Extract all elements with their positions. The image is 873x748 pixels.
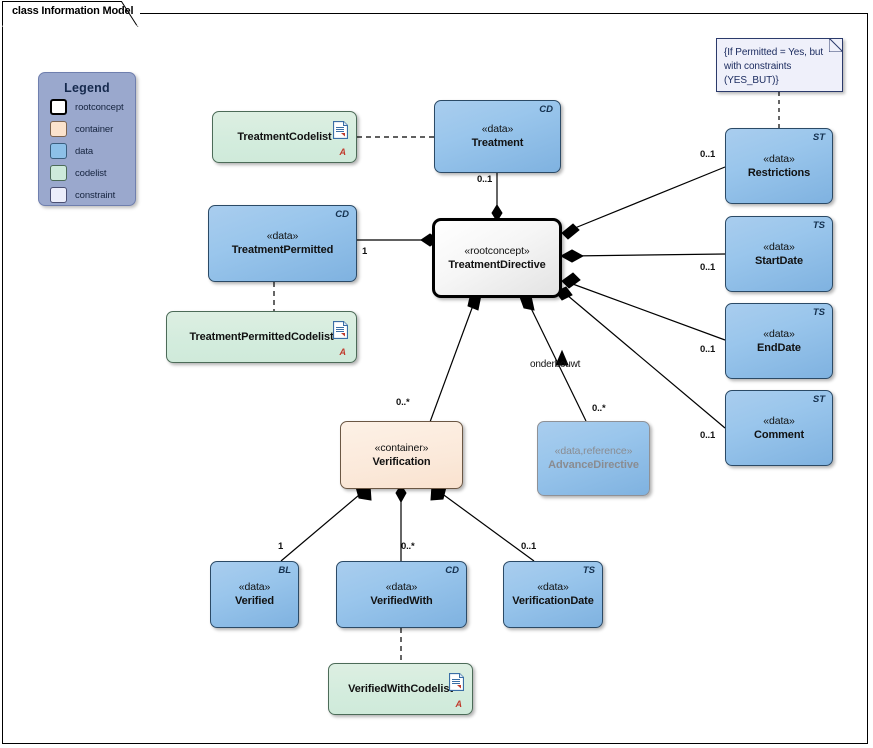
class-verified-with-codelist[interactable]: VerifiedWithCodelist A: [328, 663, 473, 715]
multiplicity-treatment-permitted: 1: [362, 246, 368, 257]
class-verification[interactable]: «container» Verification: [340, 421, 463, 489]
multiplicity-comment: 0..1: [700, 430, 716, 441]
legend-item-container: container: [50, 119, 135, 139]
class-verified-with-stereotype: «data»: [385, 581, 418, 593]
class-verification-date[interactable]: TS «data» VerificationDate: [503, 561, 603, 628]
legend-item-constraint: constraint: [50, 185, 135, 205]
class-treatment-directive-name: TreatmentDirective: [448, 258, 546, 271]
class-verified-with-type-tag: CD: [445, 565, 459, 576]
legend-label-container: container: [75, 123, 114, 135]
class-comment[interactable]: ST «data» Comment: [725, 390, 833, 466]
class-treatment-permitted-codelist-a-mark: A: [339, 347, 347, 357]
document-icon: [333, 321, 348, 339]
class-restrictions[interactable]: ST «data» Restrictions: [725, 128, 833, 204]
legend-label-rootconcept: rootconcept: [75, 101, 124, 113]
class-comment-stereotype: «data»: [763, 414, 795, 427]
multiplicity-verification-date: 0..1: [521, 541, 537, 552]
legend-label-constraint: constraint: [75, 189, 116, 201]
class-treatment-codelist[interactable]: TreatmentCodelist A: [212, 111, 357, 163]
class-treatment-directive-stereotype: «rootconcept»: [464, 244, 530, 257]
class-end-date-name: EndDate: [757, 341, 801, 354]
class-verified-with-codelist-a-mark: A: [455, 699, 463, 709]
class-verification-date-name: VerificationDate: [512, 595, 594, 607]
class-verification-date-type-tag: TS: [582, 565, 595, 576]
class-verification-date-stereotype: «data»: [537, 581, 569, 593]
constraint-note[interactable]: {If Permitted = Yes, but with constraint…: [716, 38, 843, 92]
legend-swatch-rootconcept: [50, 99, 67, 115]
class-restrictions-name: Restrictions: [747, 166, 811, 179]
class-verified-with-name: VerifiedWith: [370, 595, 433, 607]
legend-swatch-codelist: [50, 165, 67, 181]
class-comment-name: Comment: [753, 428, 805, 441]
class-verified-with-codelist-name: VerifiedWithCodelist: [348, 683, 453, 695]
class-restrictions-type-tag: ST: [812, 132, 825, 143]
class-treatment-permitted-type-tag: CD: [335, 209, 349, 220]
legend-item-codelist: codelist: [50, 163, 135, 183]
class-start-date-name: StartDate: [754, 254, 803, 267]
class-verified[interactable]: BL «data» Verified: [210, 561, 299, 628]
class-start-date-stereotype: «data»: [763, 240, 795, 253]
class-restrictions-stereotype: «data»: [763, 152, 795, 165]
class-treatment[interactable]: CD «data» Treatment: [434, 100, 561, 173]
class-start-date-type-tag: TS: [812, 220, 825, 231]
multiplicity-treatment: 0..1: [477, 174, 493, 185]
class-end-date[interactable]: TS «data» EndDate: [725, 303, 833, 379]
class-treatment-permitted-stereotype: «data»: [266, 230, 299, 242]
document-icon: [333, 121, 348, 139]
multiplicity-verified-with: 0..*: [401, 541, 415, 552]
class-advance-directive-stereotype: «data,reference»: [554, 445, 633, 457]
diagram-tab[interactable]: class Information Model: [2, 1, 140, 27]
class-end-date-stereotype: «data»: [763, 327, 795, 340]
legend-item-data: data: [50, 141, 135, 161]
class-verification-stereotype: «container»: [374, 441, 429, 454]
class-treatment-stereotype: «data»: [481, 123, 514, 135]
class-advance-directive-name: AdvanceDirective: [548, 459, 639, 471]
class-treatment-permitted-codelist[interactable]: TreatmentPermittedCodelist A: [166, 311, 357, 363]
class-comment-type-tag: ST: [812, 394, 825, 405]
multiplicity-restrictions: 0..1: [700, 149, 716, 160]
multiplicity-verified: 1: [278, 541, 284, 552]
class-verified-type-tag: BL: [278, 565, 291, 576]
class-treatment-type-tag: CD: [539, 104, 553, 115]
multiplicity-advance-directive: 0..*: [592, 403, 606, 414]
class-verified-name: Verified: [235, 595, 274, 607]
legend-item-rootconcept: rootconcept: [50, 97, 135, 117]
role-label-onderbouwt: onderbouwt: [530, 359, 581, 370]
class-end-date-type-tag: TS: [812, 307, 825, 318]
document-icon: [449, 673, 464, 691]
multiplicity-start-date: 0..1: [700, 262, 716, 273]
legend-label-codelist: codelist: [75, 167, 107, 179]
legend-label-data: data: [75, 145, 94, 157]
note-fold-icon: [829, 38, 843, 52]
class-verified-with[interactable]: CD «data» VerifiedWith: [336, 561, 467, 628]
legend-title: Legend: [64, 81, 110, 95]
class-advance-directive[interactable]: «data,reference» AdvanceDirective: [537, 421, 650, 496]
class-treatment-permitted[interactable]: CD «data» TreatmentPermitted: [208, 205, 357, 282]
legend-swatch-constraint: [50, 187, 67, 203]
class-start-date[interactable]: TS «data» StartDate: [725, 216, 833, 292]
legend-swatch-container: [50, 121, 67, 137]
class-treatment-name: Treatment: [471, 137, 524, 149]
constraint-note-text: {If Permitted = Yes, but with constraint…: [724, 47, 824, 86]
class-treatment-codelist-name: TreatmentCodelist: [237, 131, 332, 143]
class-verification-name: Verification: [372, 455, 431, 468]
class-treatment-directive[interactable]: «rootconcept» TreatmentDirective: [432, 218, 562, 298]
class-verified-stereotype: «data»: [238, 581, 271, 593]
multiplicity-end-date: 0..1: [700, 344, 716, 355]
legend-swatch-data: [50, 143, 67, 159]
class-treatment-codelist-a-mark: A: [339, 147, 347, 157]
class-treatment-permitted-codelist-name: TreatmentPermittedCodelist: [189, 331, 334, 343]
diagram-tab-label: class Information Model: [12, 5, 134, 17]
class-treatment-permitted-name: TreatmentPermitted: [231, 244, 334, 256]
legend-panel: Legend rootconcept container data codeli…: [38, 72, 136, 206]
multiplicity-verification: 0..*: [396, 397, 410, 408]
